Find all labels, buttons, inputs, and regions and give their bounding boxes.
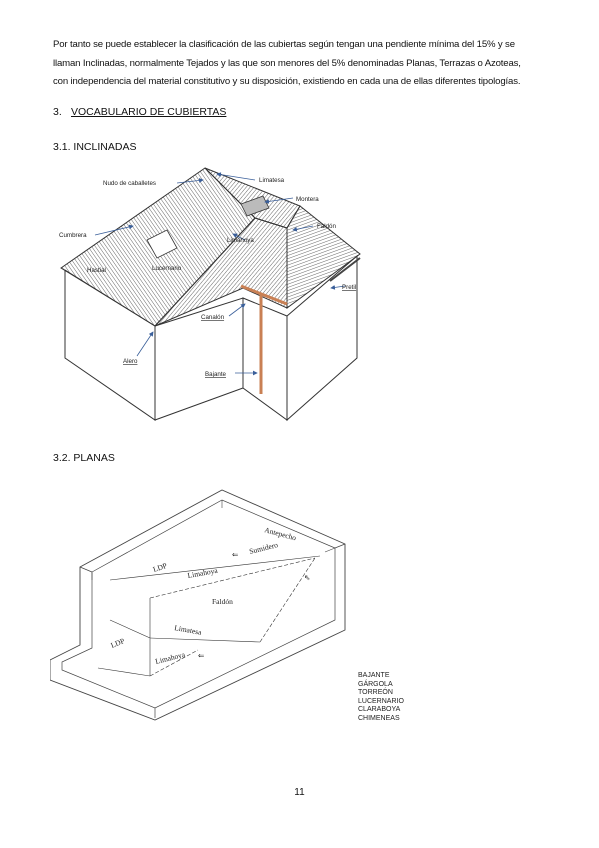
list-item: BAJANTE (358, 672, 390, 679)
pitched-roof-diagram: Nudo de caballetes Limatesa Montera Fald… (59, 167, 361, 422)
label-limatesa-planas: Limatesa (174, 623, 203, 637)
list-item: TORREÓN (358, 689, 393, 697)
roof-elements-list: BAJANTE GÁRGOLA TORREÓN LUCERNARIO CLARA… (358, 672, 404, 724)
label-cumbrera: Cumbrera (59, 232, 87, 239)
label-canalon: Canalón (201, 314, 225, 321)
page-number: 11 (294, 787, 305, 798)
list-item: GÁRGOLA (358, 680, 393, 688)
label-nudo: Nudo de caballetes (103, 180, 156, 187)
label-sumidero: Sumidero (248, 540, 279, 556)
section-title: VOCABULARIO DE CUBIERTAS (71, 106, 227, 118)
label-limahoya-upper: Limahoya (187, 566, 219, 580)
subsection-heading-planas: 3.2. PLANAS (53, 452, 115, 464)
label-faldon-planas: Faldón (212, 597, 233, 606)
label-faldon: Faldón (317, 223, 336, 230)
paragraph-line: llaman Inclinadas, normalmente Tejados y… (53, 57, 521, 69)
flat-roof-diagram: ⇐ ⇖ ⇐ Antepecho Sumidero LDP Limahoya Fa… (50, 489, 346, 721)
section-heading: 3. VOCABULARIO DE CUBIERTAS (53, 106, 226, 118)
label-antepecho: Antepecho (263, 525, 297, 542)
intro-paragraph: Por tanto se puede establecer la clasifi… (53, 36, 553, 92)
label-ldp-lower: LDP (109, 636, 126, 650)
label-ldp-upper: LDP (152, 561, 168, 574)
label-hastial: Hastial (87, 267, 106, 274)
label-pretil: Pretil (342, 284, 356, 291)
svg-text:⇖: ⇖ (304, 573, 311, 582)
label-limatesa: Limatesa (259, 177, 285, 184)
svg-text:⇐: ⇐ (232, 550, 239, 559)
label-alero: Alero (123, 358, 138, 365)
list-item: CHIMENEAS (358, 714, 400, 722)
paragraph-line: Por tanto se puede establecer la clasifi… (53, 39, 515, 50)
list-item: LUCERNARIO (358, 697, 404, 705)
paragraph-line: con independencia del material constitut… (53, 76, 521, 87)
label-limahoya: Limahoya (227, 237, 254, 244)
label-lucernario: Lucernario (152, 265, 182, 272)
label-montera: Montera (296, 196, 319, 203)
label-limahoya-lower: Limahoya (154, 650, 186, 666)
svg-text:⇐: ⇐ (198, 651, 205, 660)
label-bajante: Bajante (205, 371, 227, 378)
list-item: CLARABOYA (358, 706, 401, 714)
subsection-heading-inclinadas: 3.1. INCLINADAS (53, 141, 137, 153)
section-number: 3. (53, 106, 62, 118)
